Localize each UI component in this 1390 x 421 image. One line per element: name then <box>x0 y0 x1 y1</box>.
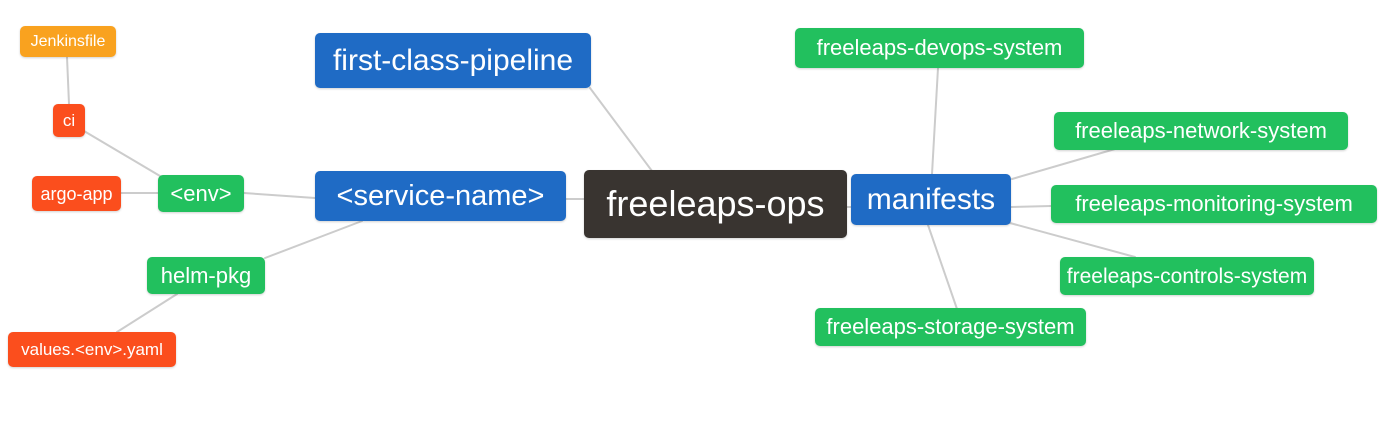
node-service-name[interactable]: <service-name> <box>315 171 566 221</box>
node-helm-pkg[interactable]: helm-pkg <box>147 257 265 294</box>
edge-manifests-to-freeleaps-devops-system <box>931 67 939 175</box>
node-freeleaps-ops[interactable]: freeleaps-ops <box>584 170 847 238</box>
node-freeleaps-storage-system[interactable]: freeleaps-storage-system <box>815 308 1086 346</box>
edge-jenkinsfile-to-ci <box>66 56 70 105</box>
node-first-class-pipeline[interactable]: first-class-pipeline <box>315 33 591 88</box>
edge-ci-to-env <box>83 130 161 177</box>
edge-values-env-yaml-to-helm-pkg <box>116 293 178 333</box>
node-env[interactable]: <env> <box>158 175 244 212</box>
edge-env-to-service-name <box>243 192 316 199</box>
node-ci[interactable]: ci <box>53 104 85 137</box>
node-jenkinsfile[interactable]: Jenkinsfile <box>20 26 116 57</box>
node-freeleaps-devops-system[interactable]: freeleaps-devops-system <box>795 28 1084 68</box>
node-freeleaps-monitoring-system[interactable]: freeleaps-monitoring-system <box>1051 185 1377 223</box>
node-argo-app[interactable]: argo-app <box>32 176 121 211</box>
node-freeleaps-controls-system[interactable]: freeleaps-controls-system <box>1060 257 1314 295</box>
edge-manifests-to-freeleaps-monitoring-system <box>1010 205 1052 208</box>
node-freeleaps-network-system[interactable]: freeleaps-network-system <box>1054 112 1348 150</box>
edge-manifests-to-freeleaps-storage-system <box>927 224 958 310</box>
edge-manifests-to-freeleaps-controls-system <box>1009 222 1136 258</box>
edge-first-class-pipeline-to-freeleaps-ops <box>589 87 653 172</box>
node-manifests[interactable]: manifests <box>851 174 1011 225</box>
edge-helm-pkg-to-service-name <box>264 220 363 259</box>
node-values-env-yaml[interactable]: values.<env>.yaml <box>8 332 176 367</box>
edge-manifests-to-freeleaps-network-system <box>1011 148 1116 180</box>
